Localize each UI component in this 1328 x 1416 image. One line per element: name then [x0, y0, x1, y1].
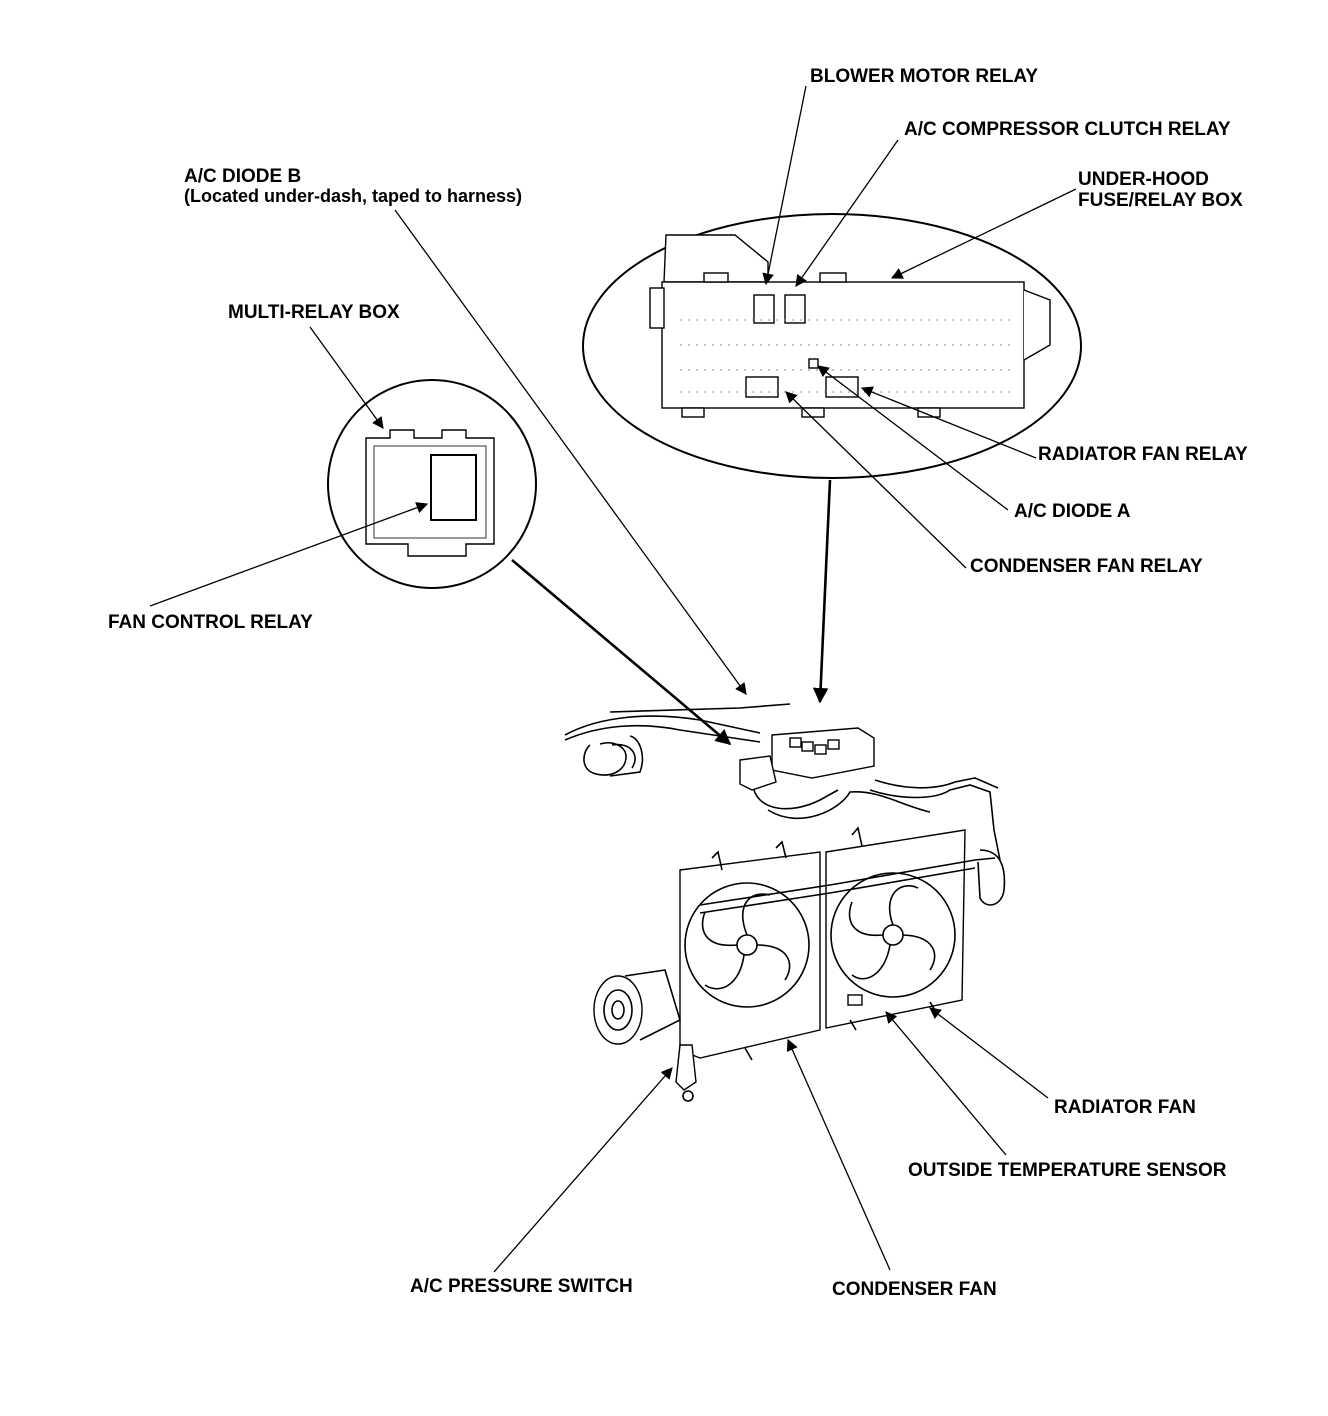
labels: BLOWER MOTOR RELAY A/C COMPRESSOR CLUTCH… [108, 66, 1248, 1300]
blower-motor-relay-slot [753, 294, 775, 324]
condenser-fan-blades [684, 882, 810, 1008]
label-ac-compressor-clutch-relay: A/C COMPRESSOR CLUTCH RELAY [904, 119, 1231, 140]
compressor-clutch [593, 975, 643, 1045]
label-blower-motor-relay: BLOWER MOTOR RELAY [810, 66, 1038, 87]
leader-ac-diode-a [817, 365, 1009, 511]
label-condenser-fan-relay: CONDENSER FAN RELAY [970, 556, 1203, 577]
under-hood-fuse-relay-box-drawing [649, 234, 1051, 418]
label-fan-control-relay: FAN CONTROL RELAY [108, 612, 313, 633]
condenser-fan-relay-slot [745, 376, 779, 398]
ac-diode-a-slot [808, 358, 819, 369]
leader-blower-motor-relay [762, 85, 807, 286]
leader-radiator-fan [929, 1007, 1049, 1099]
label-radiator-fan: RADIATOR FAN [1054, 1097, 1196, 1118]
leader-ac-diode-b [394, 209, 747, 695]
label-multi-relay-box: MULTI-RELAY BOX [228, 302, 400, 323]
ac-compressor-clutch-relay-slot [784, 294, 806, 324]
leader-lines [149, 85, 1077, 1273]
leader-fan-control-relay [149, 502, 429, 607]
ac-pressure-switch-part [675, 1044, 697, 1091]
radiator-fan-blades [830, 872, 956, 998]
leader-outside-temperature-sensor [885, 1011, 1007, 1156]
connector-under-hood-callout [812, 479, 832, 704]
label-ac-diode-a: A/C DIODE A [1014, 501, 1131, 522]
label-radiator-fan-relay: RADIATOR FAN RELAY [1038, 444, 1248, 465]
outside-temperature-sensor-part [847, 994, 863, 1006]
label-under-hood-line1: UNDER-HOOD [1078, 169, 1209, 190]
multi-relay-box-drawing [365, 429, 495, 557]
engine-bay-drawing [564, 703, 1006, 1102]
radiator-fan-shroud [825, 829, 966, 1029]
label-ac-diode-b-note: (Located under-dash, taped to harness) [184, 186, 522, 206]
label-ac-diode-b: A/C DIODE B [184, 166, 301, 187]
label-outside-temperature-sensor: OUTSIDE TEMPERATURE SENSOR [908, 1160, 1227, 1181]
leader-under-hood-fuse-relay-box [890, 188, 1077, 279]
leader-condenser-fan [786, 1038, 891, 1271]
leader-condenser-fan-relay [785, 391, 967, 569]
under-hood-detail-callout [582, 213, 1082, 479]
leader-ac-pressure-switch [493, 1067, 673, 1273]
fan-control-relay-slot [430, 454, 477, 521]
label-ac-pressure-switch: A/C PRESSURE SWITCH [410, 1276, 633, 1297]
connector-multi-relay-callout [511, 559, 732, 746]
leader-ac-compressor-clutch-relay [795, 139, 899, 287]
radiator-fan-relay-slot [825, 376, 859, 398]
leader-radiator-fan-relay [860, 386, 1037, 459]
multi-relay-box-on-vehicle [739, 755, 777, 791]
label-condenser-fan: CONDENSER FAN [832, 1279, 997, 1300]
multi-relay-box-detail-callout [327, 379, 537, 589]
leader-multi-relay-box [309, 326, 384, 429]
label-under-hood-line2: FUSE/RELAY BOX [1078, 190, 1243, 211]
